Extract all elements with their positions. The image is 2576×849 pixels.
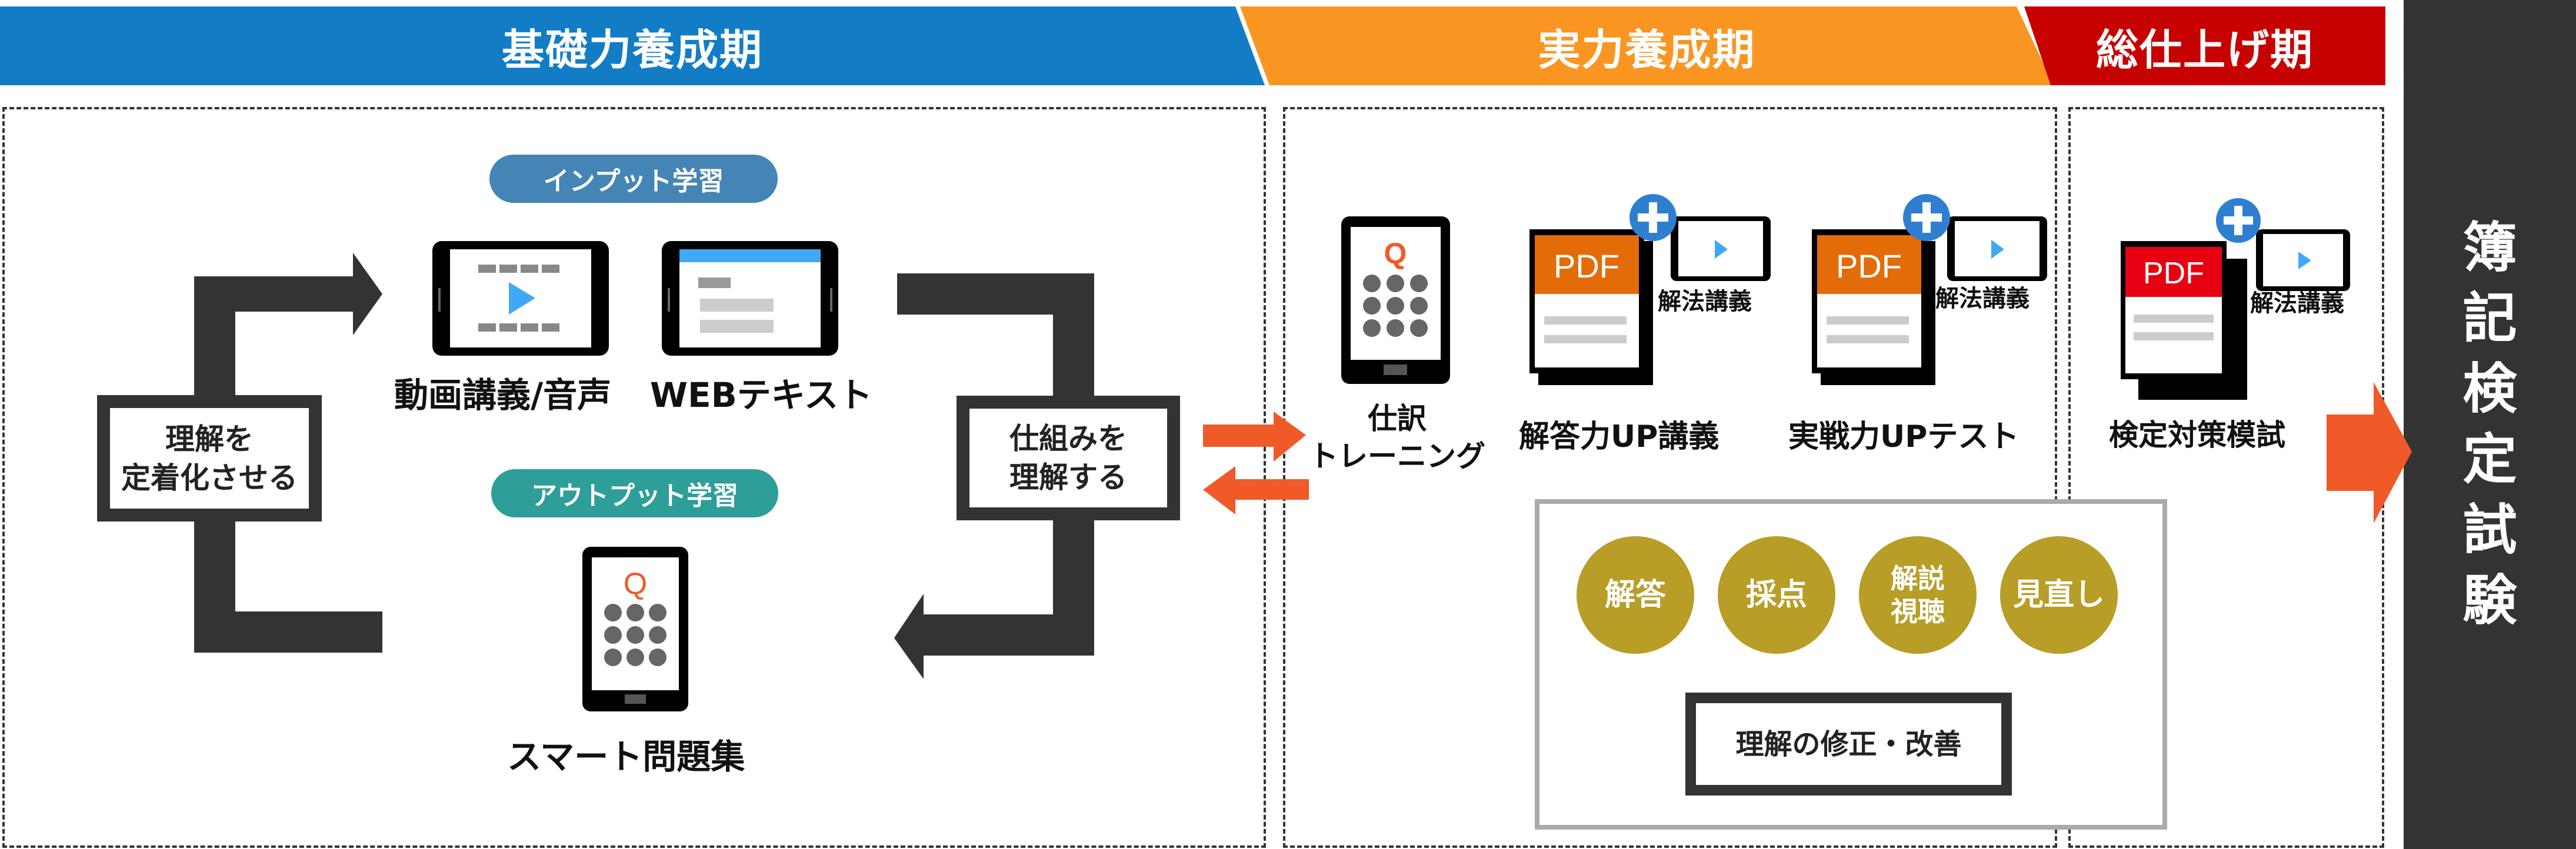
input-learning-pill: インプット学習 xyxy=(489,155,778,203)
exam-char: 記 xyxy=(2462,287,2517,350)
label-line: トレーニング xyxy=(1309,439,1485,473)
exam-char: 簿 xyxy=(2462,216,2517,279)
smart-question-phone-icon: Q xyxy=(582,547,688,711)
mock-exam-label: 検定対策模試 xyxy=(2109,418,2285,452)
solution-lecture-label: 解法講義 xyxy=(2250,290,2344,317)
pill-label: インプット学習 xyxy=(543,166,724,196)
understand-mechanism-box: 仕組みを理解する xyxy=(957,396,1180,520)
box-line: 理解を xyxy=(165,422,254,456)
web-text-label: WEBテキスト xyxy=(650,375,873,415)
bidirectional-arrow-icon xyxy=(1203,412,1309,514)
to-exam-arrow-icon xyxy=(2327,382,2412,523)
exam-panel: 簿 記 検 定 試 験 xyxy=(2404,0,2576,849)
pdf-text: PDF xyxy=(1836,248,1902,285)
smart-question-label: スマート問題集 xyxy=(507,737,745,777)
pdf-video-lecture-icon: PDF xyxy=(1529,194,1771,385)
cycle-step-review: 見直し xyxy=(2000,536,2118,654)
cycle-step-grading: 採点 xyxy=(1718,536,1835,654)
journal-training-label: 仕訳 トレーニング xyxy=(1309,400,1485,475)
pdf-video-mock-icon: PDF xyxy=(2121,198,2350,400)
cycle-step-commentary: 解説 視聴 xyxy=(1859,536,1977,654)
solution-lecture-label: 解法講義 xyxy=(1658,288,1752,315)
practical-power-test-label: 実戦力UPテスト xyxy=(1788,419,2020,454)
phase-label-final: 総仕上げ期 xyxy=(2095,25,2314,75)
understanding-correction-box: 理解の修正・改善 xyxy=(1685,693,2012,795)
phase-label-basic: 基礎力養成期 xyxy=(501,25,763,75)
exam-char: 検 xyxy=(2462,357,2517,420)
box-line: 仕組みを xyxy=(1009,422,1127,456)
pdf-video-test-icon: PDF xyxy=(1812,194,2047,385)
video-lecture-label: 動画講義/音声 xyxy=(394,375,612,415)
cycle-step-answer: 解答 xyxy=(1577,536,1694,654)
phase-label-practical: 実力養成期 xyxy=(1538,25,1756,75)
cycle-step-label: 見直し xyxy=(2012,577,2105,613)
phase-banner-basic: 基礎力養成期 xyxy=(0,6,1265,85)
exam-char: 定 xyxy=(2462,428,2517,491)
journal-training-phone-icon: Q xyxy=(1341,216,1450,384)
phase-banner-final: 総仕上げ期 xyxy=(2024,6,2385,85)
answer-power-lecture-label: 解答力UP講義 xyxy=(1519,419,1719,454)
box-line: 定着化させる xyxy=(121,460,298,495)
web-text-tablet-icon xyxy=(662,241,838,356)
output-learning-pill: アウトプット学習 xyxy=(491,469,778,517)
pdf-text: PDF xyxy=(2143,256,2204,290)
exam-char: 験 xyxy=(2462,569,2517,632)
solution-lecture-label: 解法講義 xyxy=(1935,285,2030,312)
box-line: 理解する xyxy=(1009,460,1127,494)
pdf-text: PDF xyxy=(1554,248,1619,285)
consolidate-understanding-box: 理解を定着化させる xyxy=(97,395,322,522)
svg-text:Q: Q xyxy=(624,567,647,601)
exam-char: 試 xyxy=(2462,499,2517,561)
video-tablet-icon xyxy=(432,241,609,356)
section-basic xyxy=(2,107,1266,848)
section-practical xyxy=(1283,107,2057,848)
pill-label: アウトプット学習 xyxy=(531,481,738,511)
cycle-step-label: 解説 視聴 xyxy=(1891,563,1945,627)
label-line: 仕訳 xyxy=(1368,402,1427,436)
cycle-step-label: 解答 xyxy=(1604,577,1666,613)
cycle-step-label: 採点 xyxy=(1745,577,1807,613)
phase-banner-practical: 実力養成期 xyxy=(1240,6,2054,85)
svg-text:Q: Q xyxy=(1384,237,1407,270)
box-line: 理解の修正・改善 xyxy=(1735,727,1962,761)
